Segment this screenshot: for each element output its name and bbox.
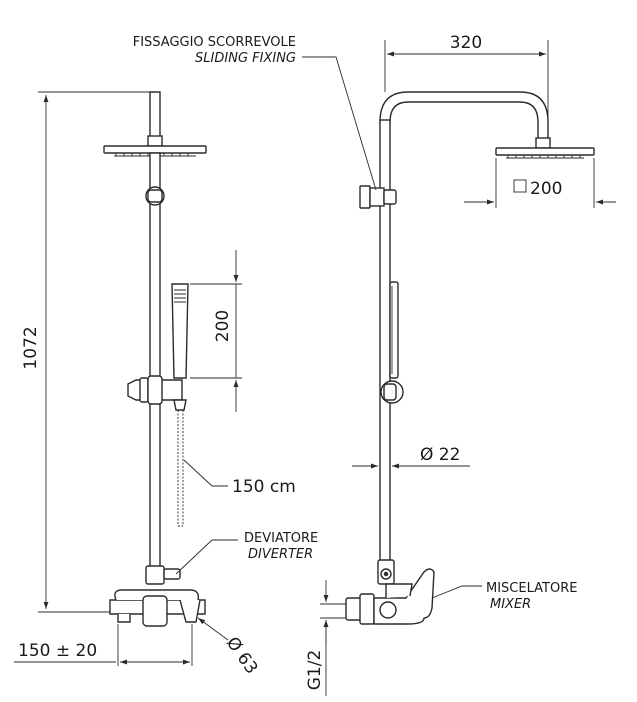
thread-dimension	[320, 580, 346, 696]
front-hand-shower-holder	[127, 375, 183, 405]
side-hand-shower	[380, 281, 404, 404]
front-top-arm	[149, 91, 161, 139]
mixer-label-en: MIXER	[490, 597, 531, 612]
side-top-arm	[379, 91, 549, 141]
front-hose	[177, 410, 184, 527]
mixer-label-it: MISCELATORE	[486, 581, 577, 596]
centres-dimension	[14, 624, 193, 666]
height-total-label: 1072	[21, 326, 41, 369]
flange-diameter-label: Ø 63	[222, 633, 262, 678]
front-hand-shower	[171, 283, 189, 411]
pipe-diameter-label: Ø 22	[420, 445, 460, 465]
sliding-fixing-label-en: SLIDING FIXING	[195, 51, 296, 66]
head-size-dimension	[464, 158, 616, 208]
arm-reach-dimension	[384, 40, 549, 130]
sliding-fixing-label-it: FISSAGGIO SCORREVOLE	[133, 35, 296, 50]
diverter-label-en: DIVERTER	[248, 547, 313, 562]
flange-leader	[197, 617, 229, 641]
hand-shower-length-label: 200	[213, 310, 233, 342]
hose-length-label: 150 cm	[232, 477, 296, 497]
sliding-fixing-leader	[302, 56, 377, 191]
square-symbol	[513, 179, 527, 193]
front-sliding-fixing	[145, 186, 165, 206]
hand-shower-dimension	[190, 250, 242, 412]
hose-leader	[183, 459, 228, 487]
front-vertical-pipe	[149, 152, 161, 574]
diverter-label-it: DEVIATORE	[244, 531, 318, 546]
front-view	[14, 91, 242, 666]
front-arm-connector	[147, 135, 163, 147]
height-dimension	[38, 91, 150, 613]
side-view	[302, 40, 616, 696]
diverter-leader	[175, 539, 238, 575]
side-mixer	[345, 568, 435, 625]
side-diverter	[377, 559, 395, 585]
centres-label: 150 ± 20	[18, 641, 97, 661]
mixer-leader	[431, 585, 482, 599]
front-diverter	[145, 565, 181, 585]
side-shower-head	[495, 137, 595, 159]
head-size-label: 200	[530, 179, 562, 199]
thread-label: G1/2	[305, 650, 325, 691]
front-mixer	[109, 589, 206, 627]
arm-reach-label: 320	[450, 33, 482, 53]
side-sliding-fixing	[359, 185, 397, 209]
